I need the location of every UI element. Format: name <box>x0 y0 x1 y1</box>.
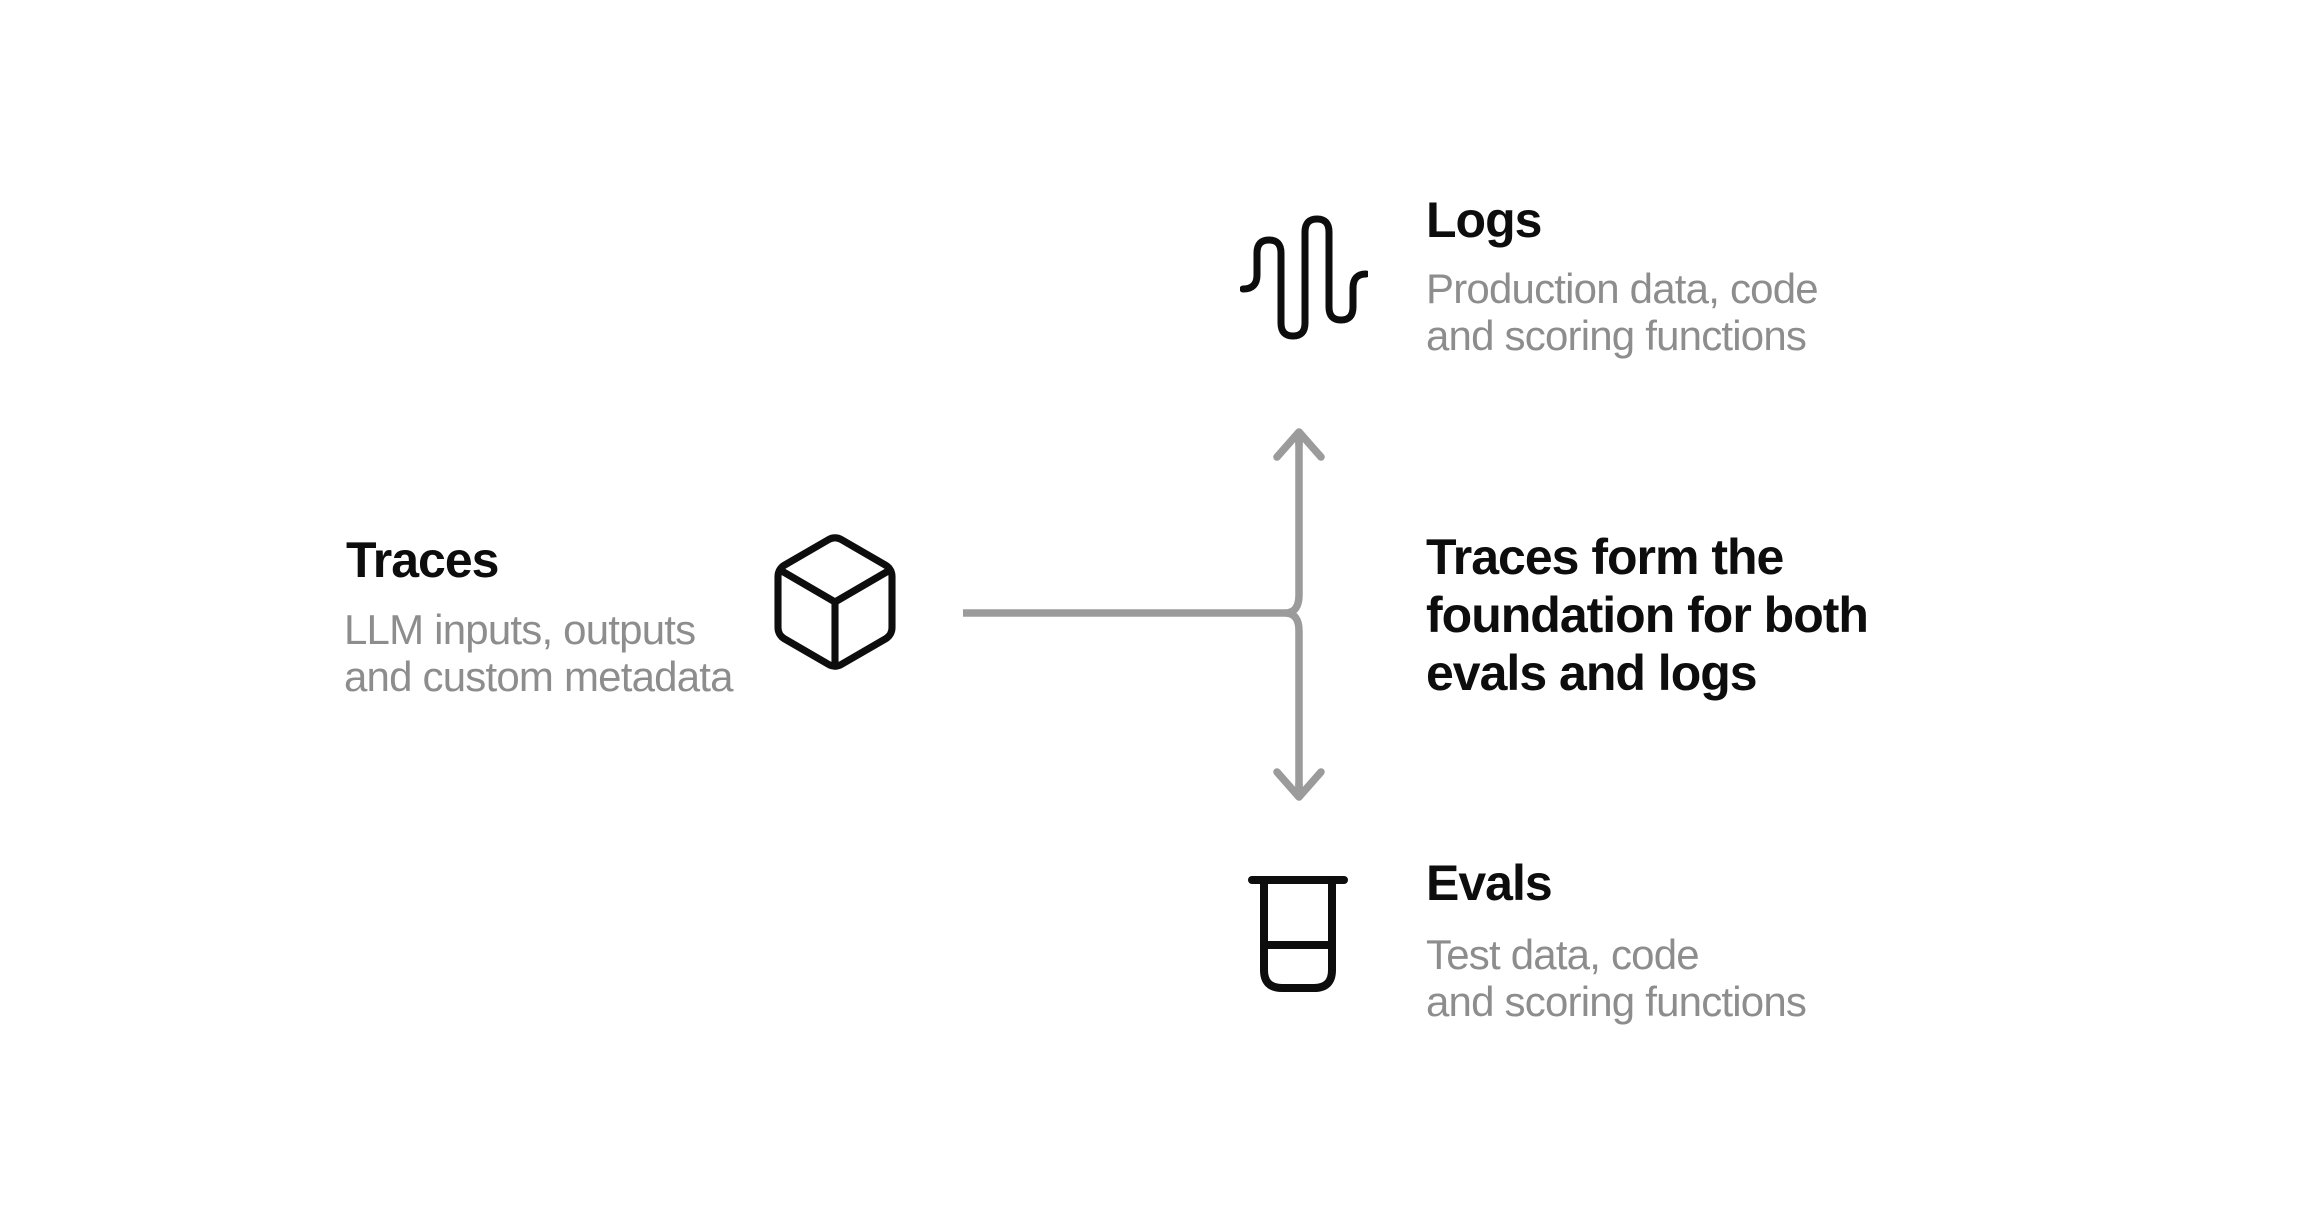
annotation-text: Traces form the foundation for both eval… <box>1426 529 1869 701</box>
evals-description: Test data, code and scoring functions <box>1426 931 1807 1025</box>
logs-title: Logs <box>1426 192 1542 248</box>
traces-description: LLM inputs, outputs and custom metadata <box>344 606 734 700</box>
beaker-icon <box>1248 876 1348 992</box>
logs-description: Production data, code and scoring functi… <box>1426 265 1819 359</box>
evals-title: Evals <box>1426 855 1553 911</box>
cube-icon <box>774 534 896 670</box>
connector-line <box>963 437 1303 792</box>
arrowhead-up <box>1273 428 1325 461</box>
connector-arrows <box>963 428 1325 801</box>
beaker-body <box>1260 876 1336 992</box>
arrowhead-down <box>1273 768 1325 801</box>
traces-title: Traces <box>346 532 499 588</box>
waveform-icon <box>1240 215 1368 340</box>
